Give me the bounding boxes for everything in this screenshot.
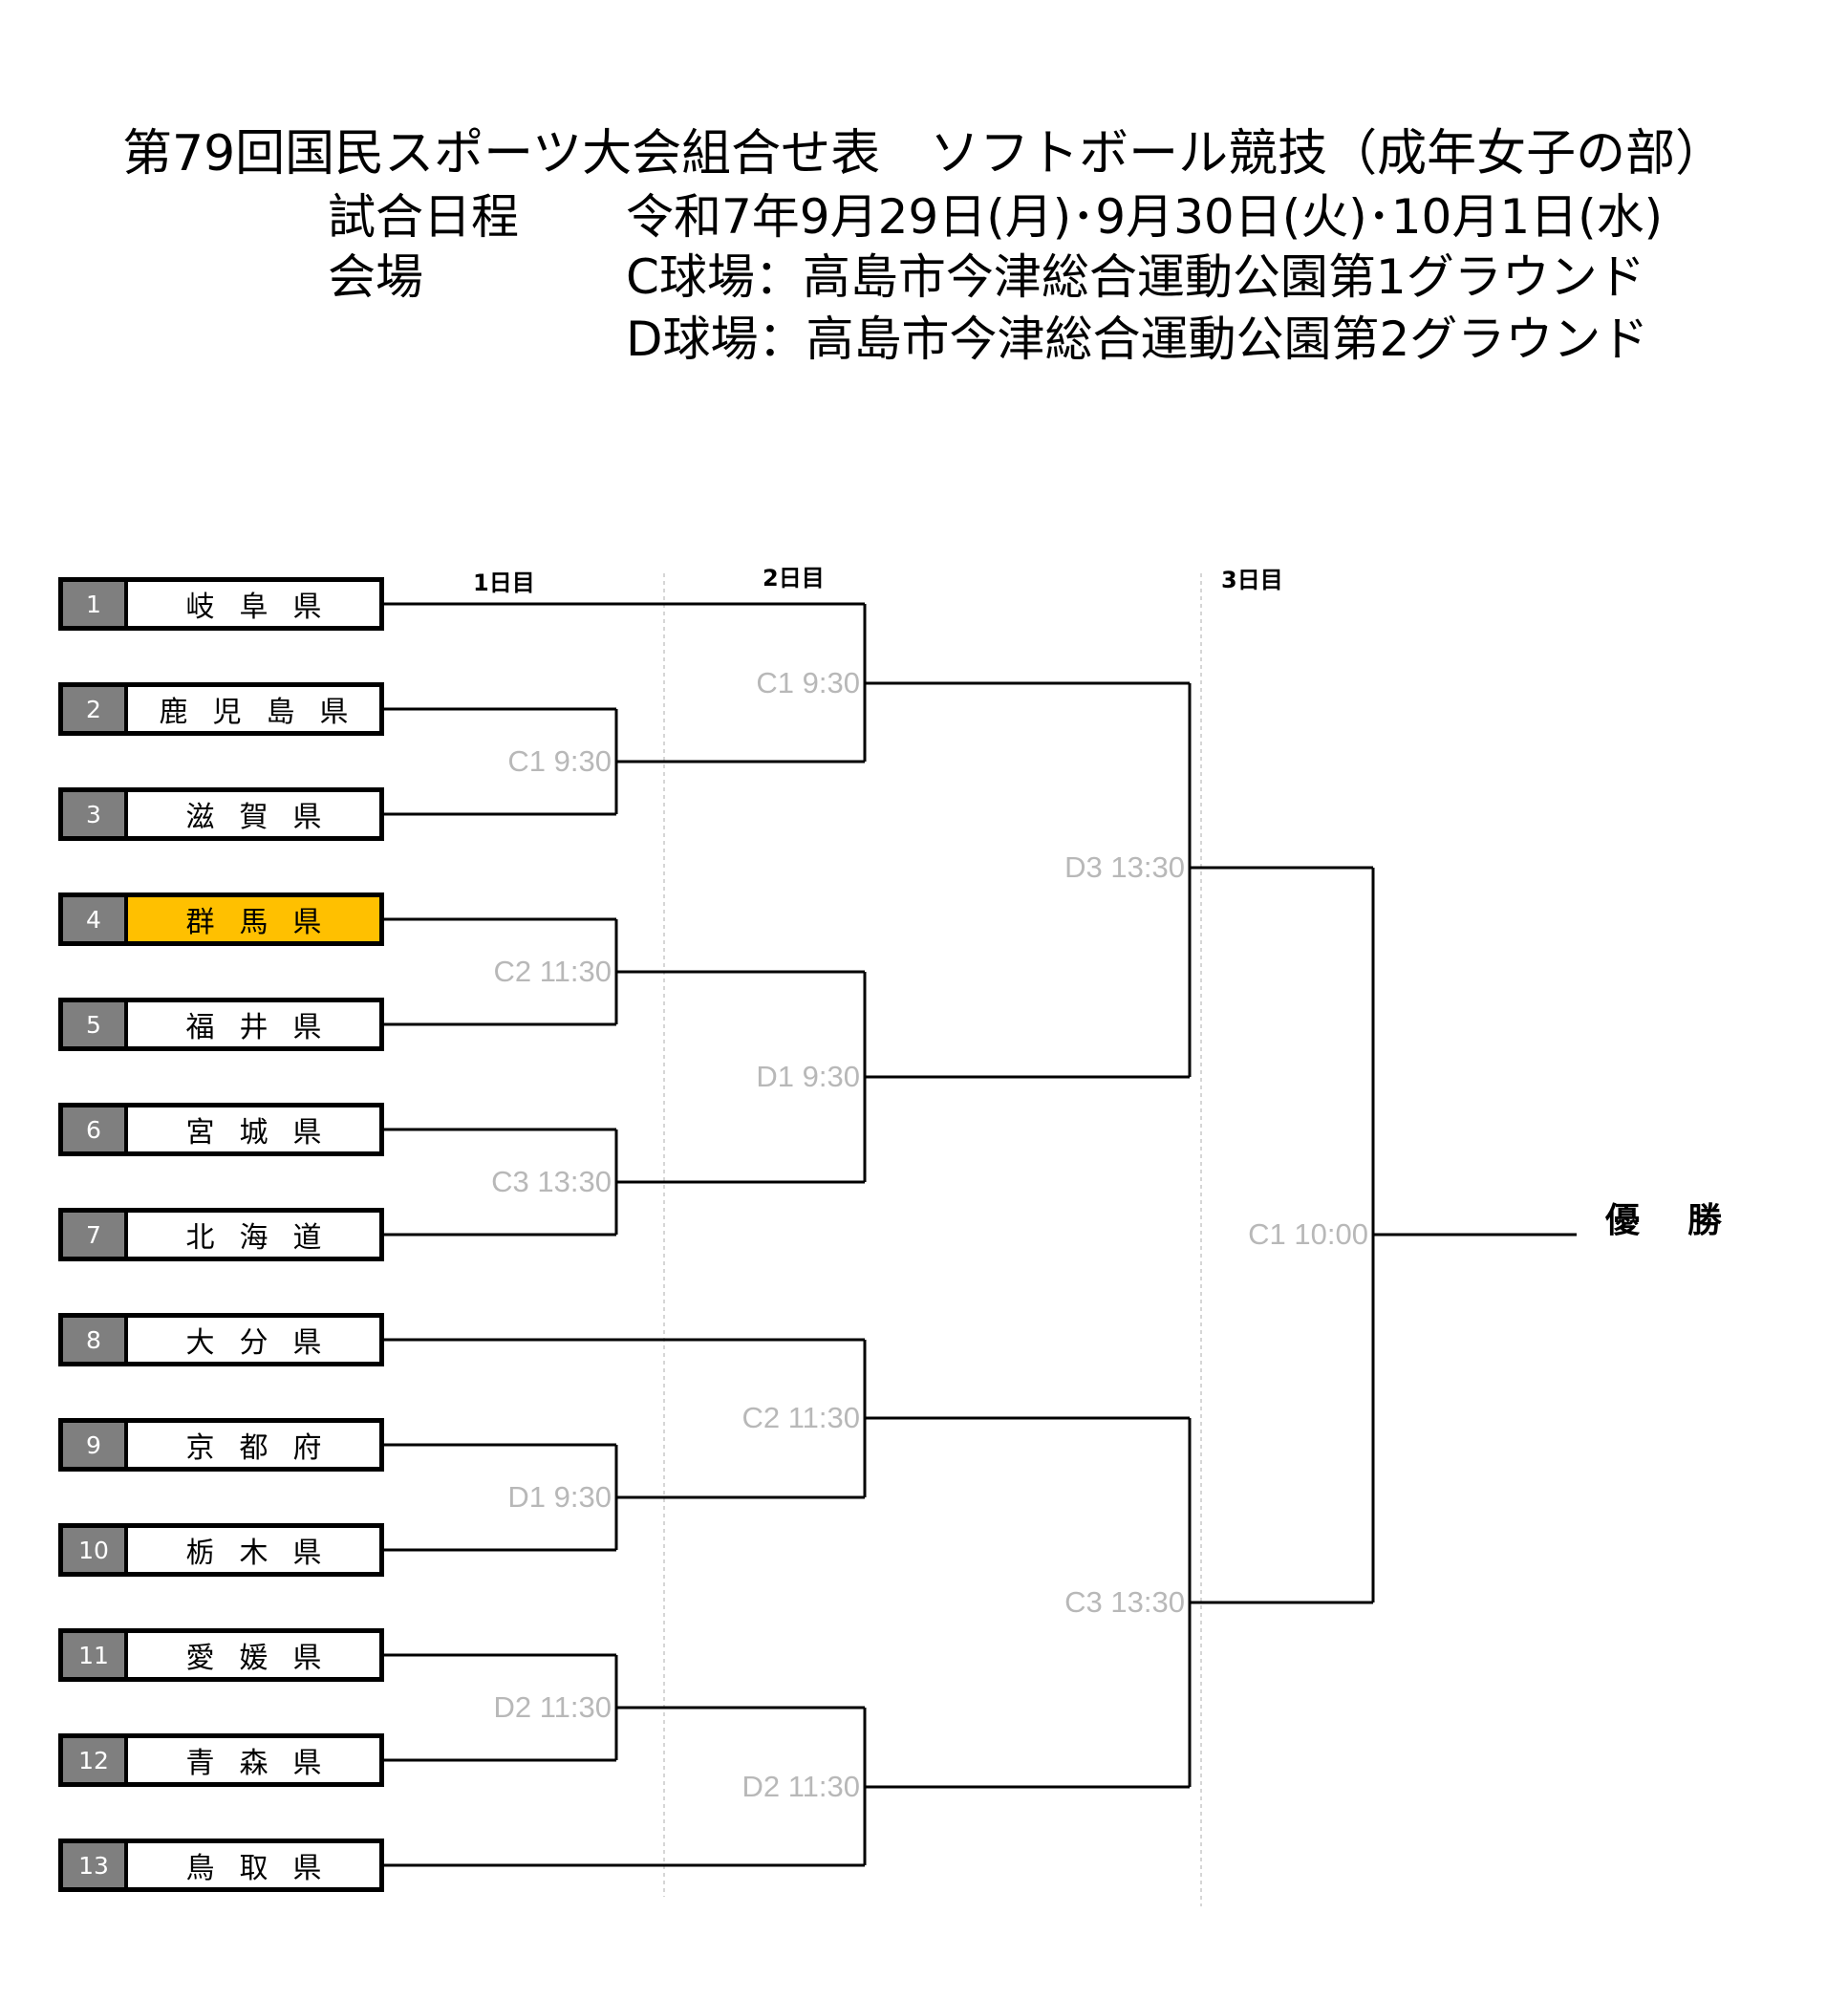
team-seed: 7: [63, 1213, 128, 1257]
team-seed: 2: [63, 687, 128, 731]
match-label-r2-a: C1 9:30: [756, 666, 860, 699]
champion-label: 優勝: [1605, 1201, 1771, 1240]
team-name: 京都府: [128, 1423, 379, 1467]
team-name: 群馬県: [128, 897, 379, 941]
match-label-r2-d: D2 11:30: [741, 1770, 860, 1803]
match-label-sf-a: D3 13:30: [1064, 850, 1185, 884]
team-name: 北海道: [128, 1213, 379, 1257]
team-seed: 8: [63, 1318, 128, 1362]
match-label-r1-a: C1 9:30: [507, 744, 612, 778]
venue-label: 会場: [328, 249, 423, 305]
team-seed: 3: [63, 792, 128, 836]
page-title: 第79回国民スポーツ大会組合せ表 ソフトボール競技（成年女子の部）: [122, 125, 1726, 183]
team-seed: 1: [63, 582, 128, 626]
team-name: 大分県: [128, 1318, 379, 1362]
team-name: 愛媛県: [128, 1633, 379, 1677]
day-3-label: 3日目: [1221, 567, 1283, 593]
team-name: 岐阜県: [128, 582, 379, 626]
team-name: 栃木県: [128, 1528, 379, 1572]
day-1-label: 1日目: [473, 570, 535, 596]
team-seed: 11: [63, 1633, 128, 1677]
team-seed: 6: [63, 1108, 128, 1151]
team-seed: 4: [63, 897, 128, 941]
schedule-value: 令和7年9月29日(月)･9月30日(火)･10月1日(水): [626, 189, 1664, 245]
team-name: 滋賀県: [128, 792, 379, 836]
team-name: 青森県: [128, 1738, 379, 1782]
day-2-label: 2日目: [763, 565, 825, 591]
match-label-r1-e: D2 11:30: [493, 1690, 612, 1724]
schedule-label: 試合日程: [328, 189, 519, 245]
match-label-r2-b: D1 9:30: [756, 1060, 860, 1093]
match-label-r1-b: C2 11:30: [493, 955, 612, 988]
team-name: 宮城県: [128, 1108, 379, 1151]
match-label-r1-d: D1 9:30: [507, 1480, 612, 1514]
team-name: 鳥取県: [128, 1843, 379, 1887]
venue-c-field: C球場：高島市今津総合運動公園第1グラウンド: [626, 249, 1645, 305]
team-name: 福井県: [128, 1002, 379, 1046]
team-seed: 13: [63, 1843, 128, 1887]
team-seed: 10: [63, 1528, 128, 1572]
match-label-r2-c: C2 11:30: [741, 1401, 860, 1434]
match-label-sf-b: C3 13:30: [1064, 1585, 1185, 1619]
team-seed: 9: [63, 1423, 128, 1467]
match-label-final: C1 10:00: [1248, 1217, 1368, 1251]
match-label-r1-c: C3 13:30: [491, 1165, 612, 1198]
team-seed: 5: [63, 1002, 128, 1046]
team-name: 鹿児島県: [128, 687, 379, 731]
venue-d-field: D球場：高島市今津総合運動公園第2グラウンド: [626, 312, 1649, 367]
team-seed: 12: [63, 1738, 128, 1782]
